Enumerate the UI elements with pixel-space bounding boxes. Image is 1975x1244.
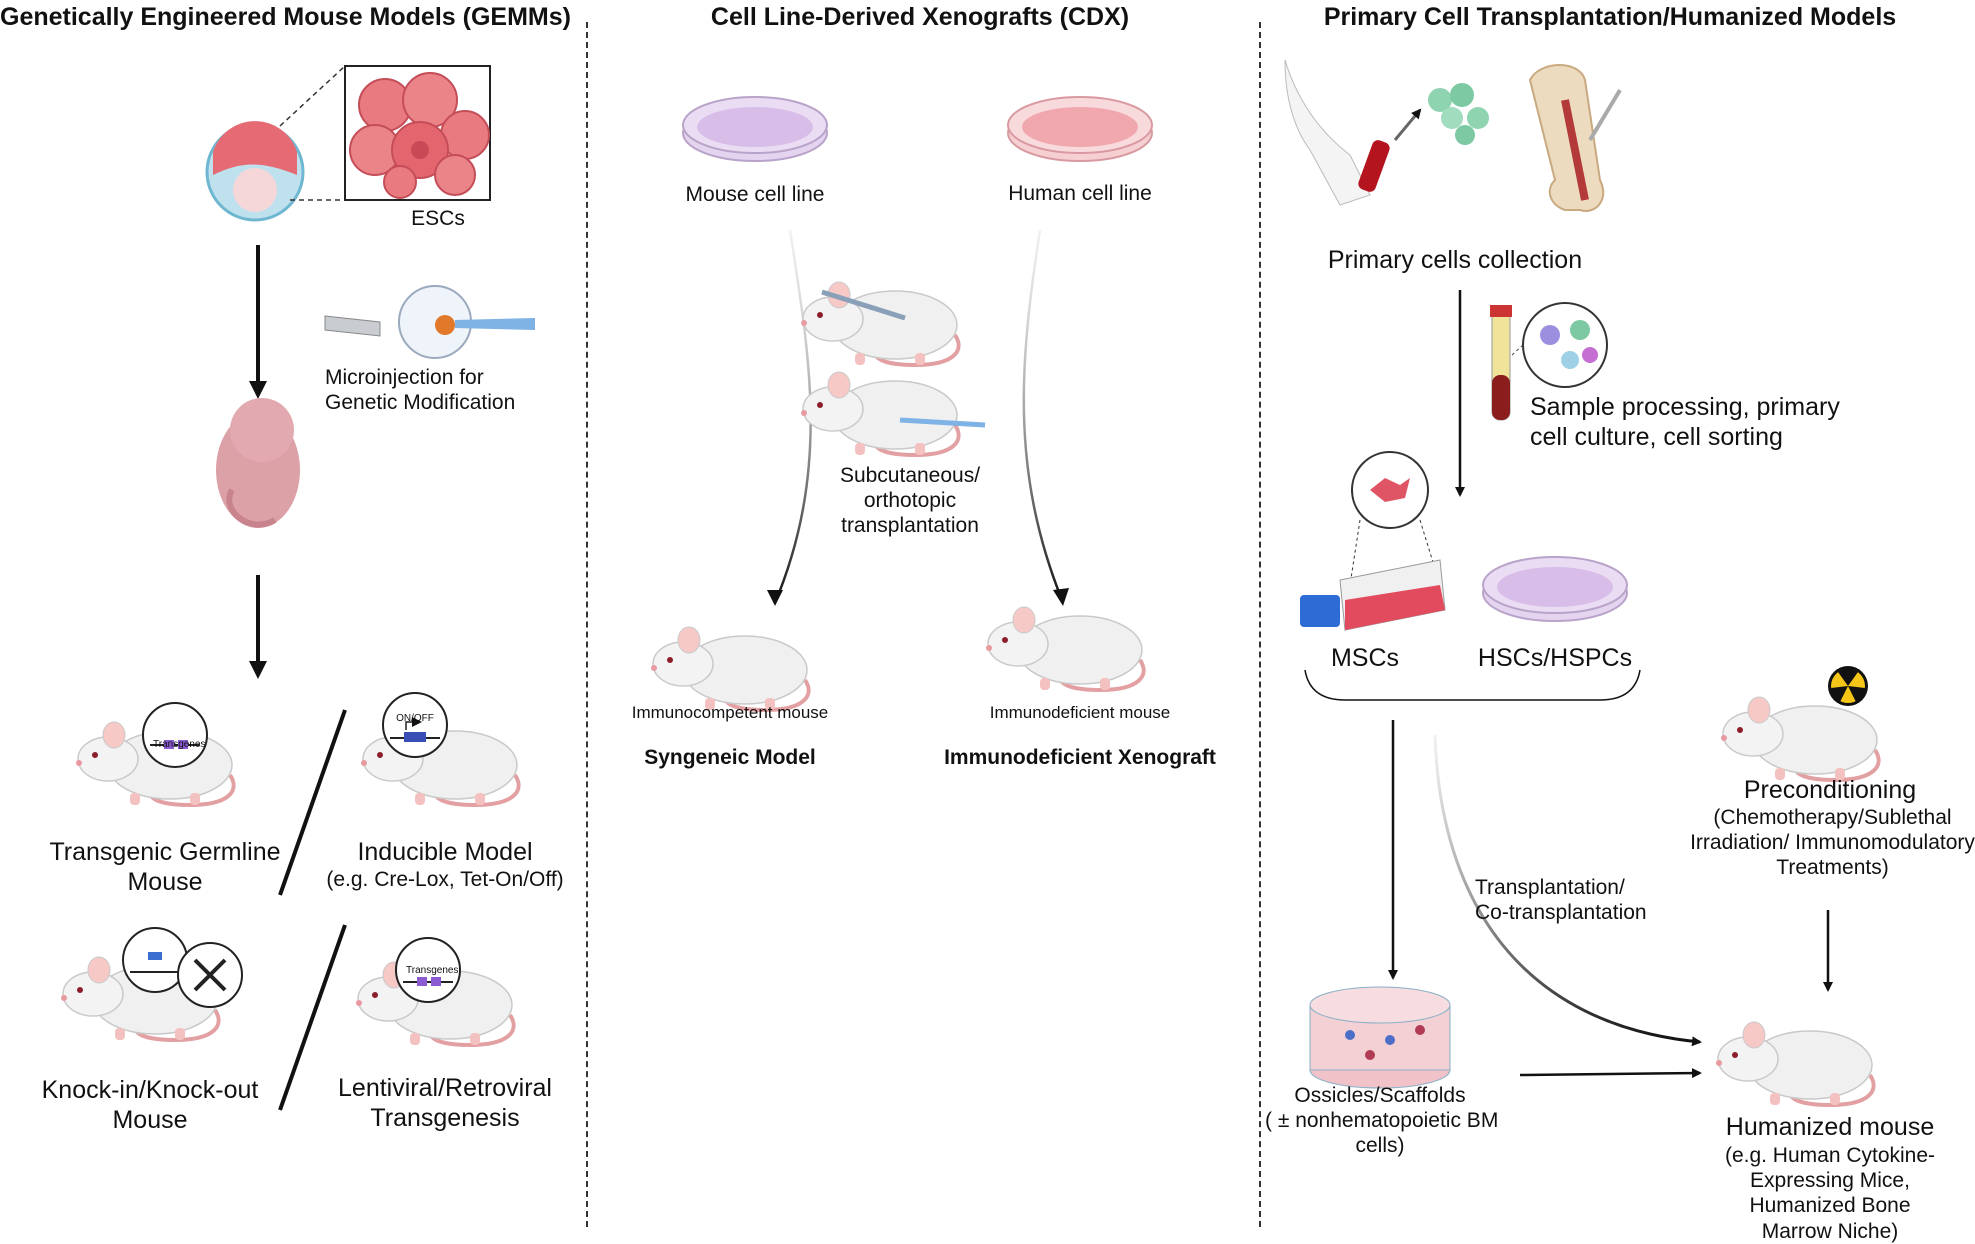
- transgenes-badge: [142, 702, 208, 768]
- human-cell-line-label: Human cell line: [1008, 182, 1152, 205]
- divider-slash-1: [278, 709, 347, 896]
- blood-tube-icon: [1490, 302, 1608, 421]
- divider-slash-2: [278, 924, 347, 1111]
- orthotopic-mouse-icon: [799, 370, 986, 457]
- transgenes-badge-2: [395, 937, 461, 1003]
- mouse-cell-dish-icon: [682, 96, 828, 162]
- hsc-dish-icon: [1482, 556, 1628, 622]
- preconditioning-label: Preconditioning: [1743, 776, 1917, 804]
- bone-marrow-icon: [1528, 64, 1622, 212]
- blastocyst-icon: [205, 121, 305, 222]
- immunocompetent-label: Immunocompetent mouse: [631, 703, 829, 722]
- cdx-arrow-right: [1022, 229, 1064, 601]
- scaffold-icon: [1309, 986, 1451, 1089]
- onoff-badge: [382, 692, 448, 758]
- radiation-icon: [1828, 666, 1868, 706]
- inducible-label: Inducible Model(e.g. Cre-Lox, Tet-On/Off…: [326, 838, 564, 891]
- injection-mouse-icon: [799, 280, 961, 367]
- transgenes-badge-2-label: Transgenes: [406, 965, 459, 976]
- collection-label: Primary cells collection: [1327, 246, 1583, 274]
- humanized-label: Humanized mouse: [1725, 1113, 1935, 1141]
- ossicles-label: Ossicles/Scaffolds( ± nonhematopoietic B…: [1265, 1084, 1499, 1158]
- hscs-label: HSCs/HSPCs: [1477, 644, 1633, 672]
- gemm-title: Genetically Engineered Mouse Models (GEM…: [0, 3, 571, 31]
- ossicles-arrow: [1519, 1068, 1702, 1079]
- transplant-label: Transplantation/Co-transplantation: [1475, 876, 1647, 925]
- humanized-mouse-icon: [1714, 1020, 1876, 1107]
- arm-blood-draw-icon: [1284, 59, 1489, 206]
- knock-badge-icon: [122, 927, 243, 1008]
- xenograft-label: Immunodeficient Xenograft: [944, 746, 1216, 769]
- mscs-label: MSCs: [1330, 644, 1400, 672]
- transgenes-badge-label: Transgenes: [153, 739, 206, 750]
- msc-flask-icon: [1300, 451, 1446, 631]
- panel-divider-1: [586, 22, 588, 1227]
- mouse-cell-line-label: Mouse cell line: [685, 183, 825, 206]
- cdx-title: Cell Line-Derived Xenografts (CDX): [710, 3, 1130, 31]
- humanized-detail-label: (e.g. Human Cytokine-Expressing Mice,Hum…: [1724, 1144, 1936, 1243]
- microinjection-icon: [324, 285, 535, 359]
- escs-label: ESCs: [411, 207, 465, 230]
- preconditioning-mouse-icon: [1719, 695, 1881, 782]
- escs-zoom-box: [279, 65, 491, 201]
- human-cell-dish-icon: [1007, 96, 1153, 162]
- immunodeficient-label: Immunodeficient mouse: [989, 703, 1171, 722]
- embryo-icon: [216, 398, 300, 528]
- immunocompetent-mouse-icon: [649, 625, 811, 712]
- onoff-badge-label: ON/OFF: [396, 713, 434, 724]
- syngeneic-label: Syngeneic Model: [644, 746, 816, 769]
- primary-title: Primary Cell Transplantation/Humanized M…: [1323, 3, 1897, 31]
- transplant-arrow: [1433, 734, 1702, 1047]
- immunodeficient-mouse-icon: [984, 605, 1146, 692]
- grouping-brace: [1304, 669, 1641, 701]
- panel-divider-2: [1259, 22, 1261, 1227]
